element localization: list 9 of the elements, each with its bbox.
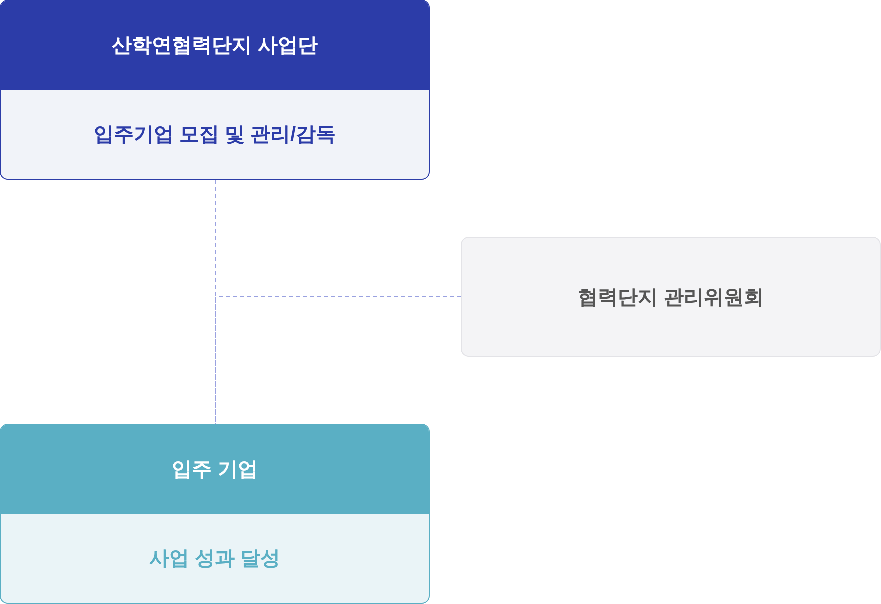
committee-box: [461, 237, 881, 357]
box-header: 산학연협력단지 사업단: [1, 1, 429, 90]
box-header: 입주 기업: [1, 425, 429, 514]
box-body: 사업 성과 달성: [148, 547, 282, 572]
org-box: [0, 424, 430, 604]
org-box: [0, 0, 430, 180]
connector-line: [216, 296, 462, 424]
box-label: 협력단지 관리위원회: [577, 286, 765, 310]
box-body: 입주기업 모집 및 관리/감독: [92, 123, 338, 148]
